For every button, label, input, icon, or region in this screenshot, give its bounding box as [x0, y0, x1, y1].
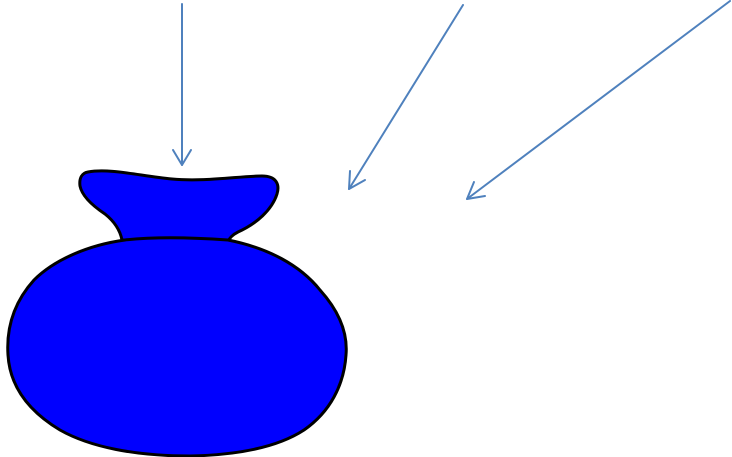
sack-body	[8, 238, 347, 456]
arrow-3-shaft	[467, 1, 730, 199]
arrow-2	[349, 5, 463, 189]
arrow-1	[173, 4, 191, 165]
arrow-3	[467, 1, 730, 199]
arrow-2-shaft	[349, 5, 463, 189]
sack-neck	[80, 171, 278, 241]
blue-sack	[8, 171, 347, 456]
